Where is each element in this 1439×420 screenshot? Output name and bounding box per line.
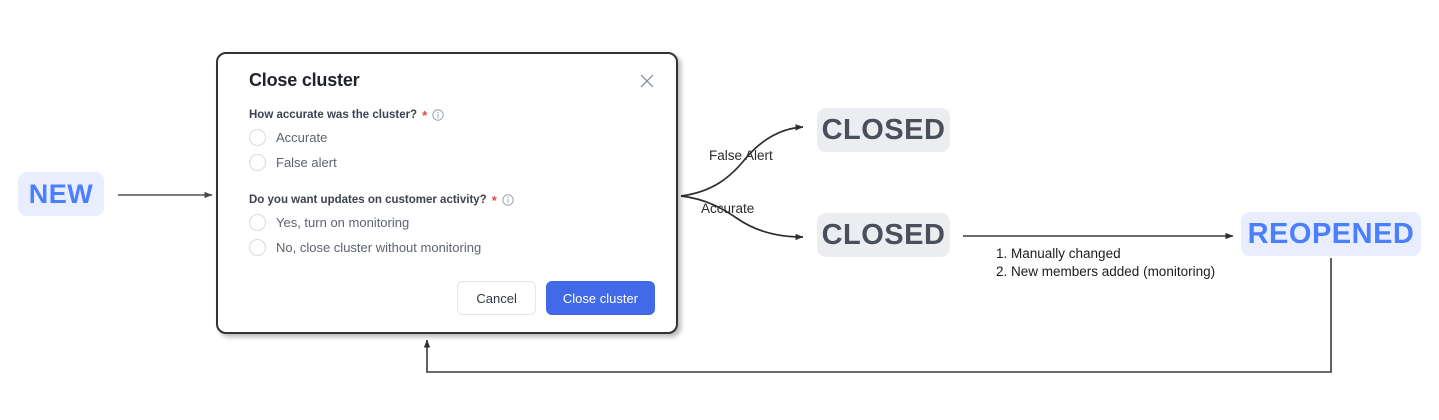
state-badge-closed-accurate: CLOSED — [817, 213, 950, 257]
radio-option-false-alert[interactable]: False alert — [249, 154, 656, 171]
state-badge-reopened-label: REOPENED — [1247, 217, 1415, 250]
close-icon[interactable] — [638, 72, 656, 90]
reopen-reason-2: 2. New members added (monitoring) — [996, 264, 1216, 279]
state-badge-new: NEW — [18, 172, 104, 216]
radio-option-yes-monitoring[interactable]: Yes, turn on monitoring — [249, 214, 656, 231]
radio-circle-icon — [249, 154, 266, 171]
state-badge-reopened: REOPENED — [1241, 212, 1421, 256]
radio-option-no-monitoring[interactable]: No, close cluster without monitoring — [249, 239, 656, 256]
close-cluster-dialog: Close cluster How accurate was the clust… — [216, 52, 678, 334]
question-2-label-row: Do you want updates on customer activity… — [249, 193, 656, 208]
radio-option-yes-monitoring-label: Yes, turn on monitoring — [276, 215, 410, 230]
state-badge-new-label: NEW — [28, 178, 94, 209]
state-badge-closed-accurate-label: CLOSED — [821, 218, 946, 251]
info-circle-icon[interactable] — [432, 108, 444, 121]
state-badge-closed-false-alert-label: CLOSED — [821, 113, 946, 146]
question-1-label: How accurate was the cluster? — [249, 108, 418, 121]
reopen-reasons-annotation: 1. Manually changed 2. New members added… — [996, 245, 1215, 281]
edge-label-false-alert: False Alert — [709, 148, 773, 163]
edge-label-accurate: Accurate — [701, 201, 755, 216]
reopen-reason-1: 1. Manually changed — [996, 246, 1121, 261]
dialog-header: Close cluster — [218, 54, 676, 91]
question-2-required-marker: * — [491, 193, 497, 208]
question-1-required-marker: * — [422, 108, 428, 123]
radio-option-accurate[interactable]: Accurate — [249, 129, 656, 146]
radio-circle-icon — [249, 239, 266, 256]
state-badge-closed-false-alert: CLOSED — [817, 108, 950, 152]
radio-circle-icon — [249, 214, 266, 231]
cancel-button[interactable]: Cancel — [457, 281, 536, 315]
question-1-label-row: How accurate was the cluster? * — [249, 108, 656, 123]
dialog-body: How accurate was the cluster? * Accurate… — [218, 108, 676, 256]
info-circle-icon[interactable] — [502, 193, 514, 206]
dialog-footer: Cancel Close cluster — [457, 281, 655, 315]
close-cluster-button[interactable]: Close cluster — [545, 281, 655, 315]
radio-circle-icon — [249, 129, 266, 146]
radio-option-false-alert-label: False alert — [276, 155, 337, 170]
radio-option-accurate-label: Accurate — [276, 130, 328, 145]
dialog-title: Close cluster — [249, 70, 360, 90]
radio-option-no-monitoring-label: No, close cluster without monitoring — [276, 240, 482, 255]
question-2-label: Do you want updates on customer activity… — [249, 193, 487, 206]
